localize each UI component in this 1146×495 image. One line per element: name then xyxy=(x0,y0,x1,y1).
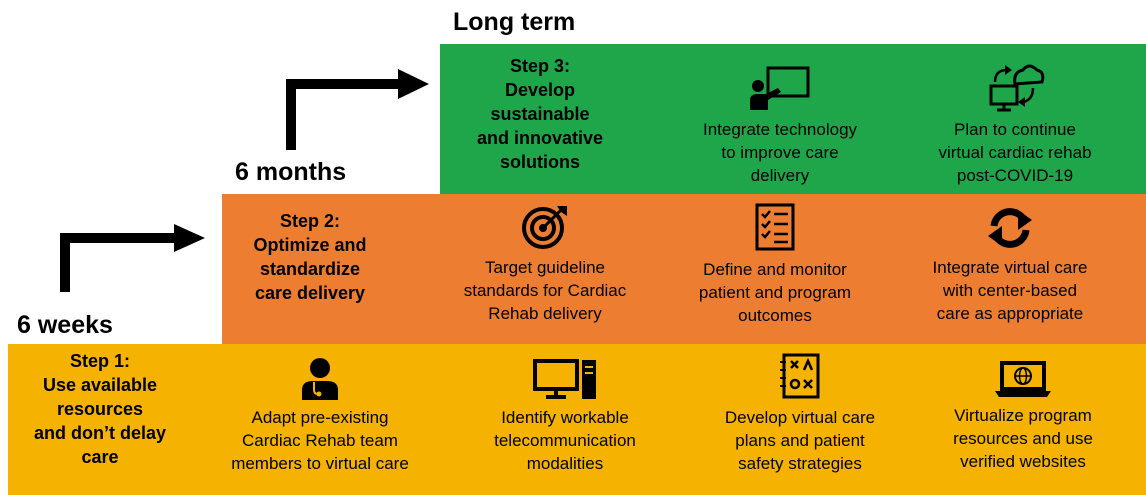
presentation-icon xyxy=(750,66,810,110)
step2-item-integrate: Integrate virtual care with center-based… xyxy=(890,206,1130,325)
laptop-globe-icon xyxy=(995,361,1051,397)
cloud-computer-sync-icon xyxy=(989,64,1045,112)
step2-title: Step 2: Optimize and standardize care de… xyxy=(253,211,367,303)
desktop-computer-icon xyxy=(533,359,596,399)
sync-icon xyxy=(988,208,1032,248)
six-weeks-label: 6 weeks xyxy=(17,311,113,339)
long-term-label: Long term xyxy=(453,8,576,36)
target-icon xyxy=(522,206,567,249)
step3-title: Step 3: Develop sustainable and innovati… xyxy=(476,56,604,172)
step1-item-safety: Develop virtual care plans and patient s… xyxy=(685,352,915,475)
step2-item-guidelines: Target guideline standards for Cardiac R… xyxy=(425,204,665,325)
step-arrow-icon xyxy=(60,224,205,292)
step3-item-technology: Integrate technology to improve care del… xyxy=(660,64,900,187)
strategy-board-icon xyxy=(780,353,820,399)
step1-item-telecom: Identify workable telecommunication moda… xyxy=(455,358,675,475)
step1-title: Step 1: Use available resources and don’… xyxy=(33,351,166,467)
step3-item-post-covid: Plan to continue virtual cardiac rehab p… xyxy=(895,62,1135,187)
step-arrow-icon xyxy=(286,69,429,150)
checklist-icon xyxy=(755,203,795,251)
six-months-label: 6 months xyxy=(235,158,347,186)
step1-item-websites: Virtualize program resources and use ver… xyxy=(908,360,1138,473)
doctor-icon xyxy=(302,358,338,400)
step1-item-team: Adapt pre-existing Cardiac Rehab team me… xyxy=(200,356,440,475)
step2-item-outcomes: Define and monitor patient and program o… xyxy=(665,202,885,327)
step2-band xyxy=(222,194,1146,344)
